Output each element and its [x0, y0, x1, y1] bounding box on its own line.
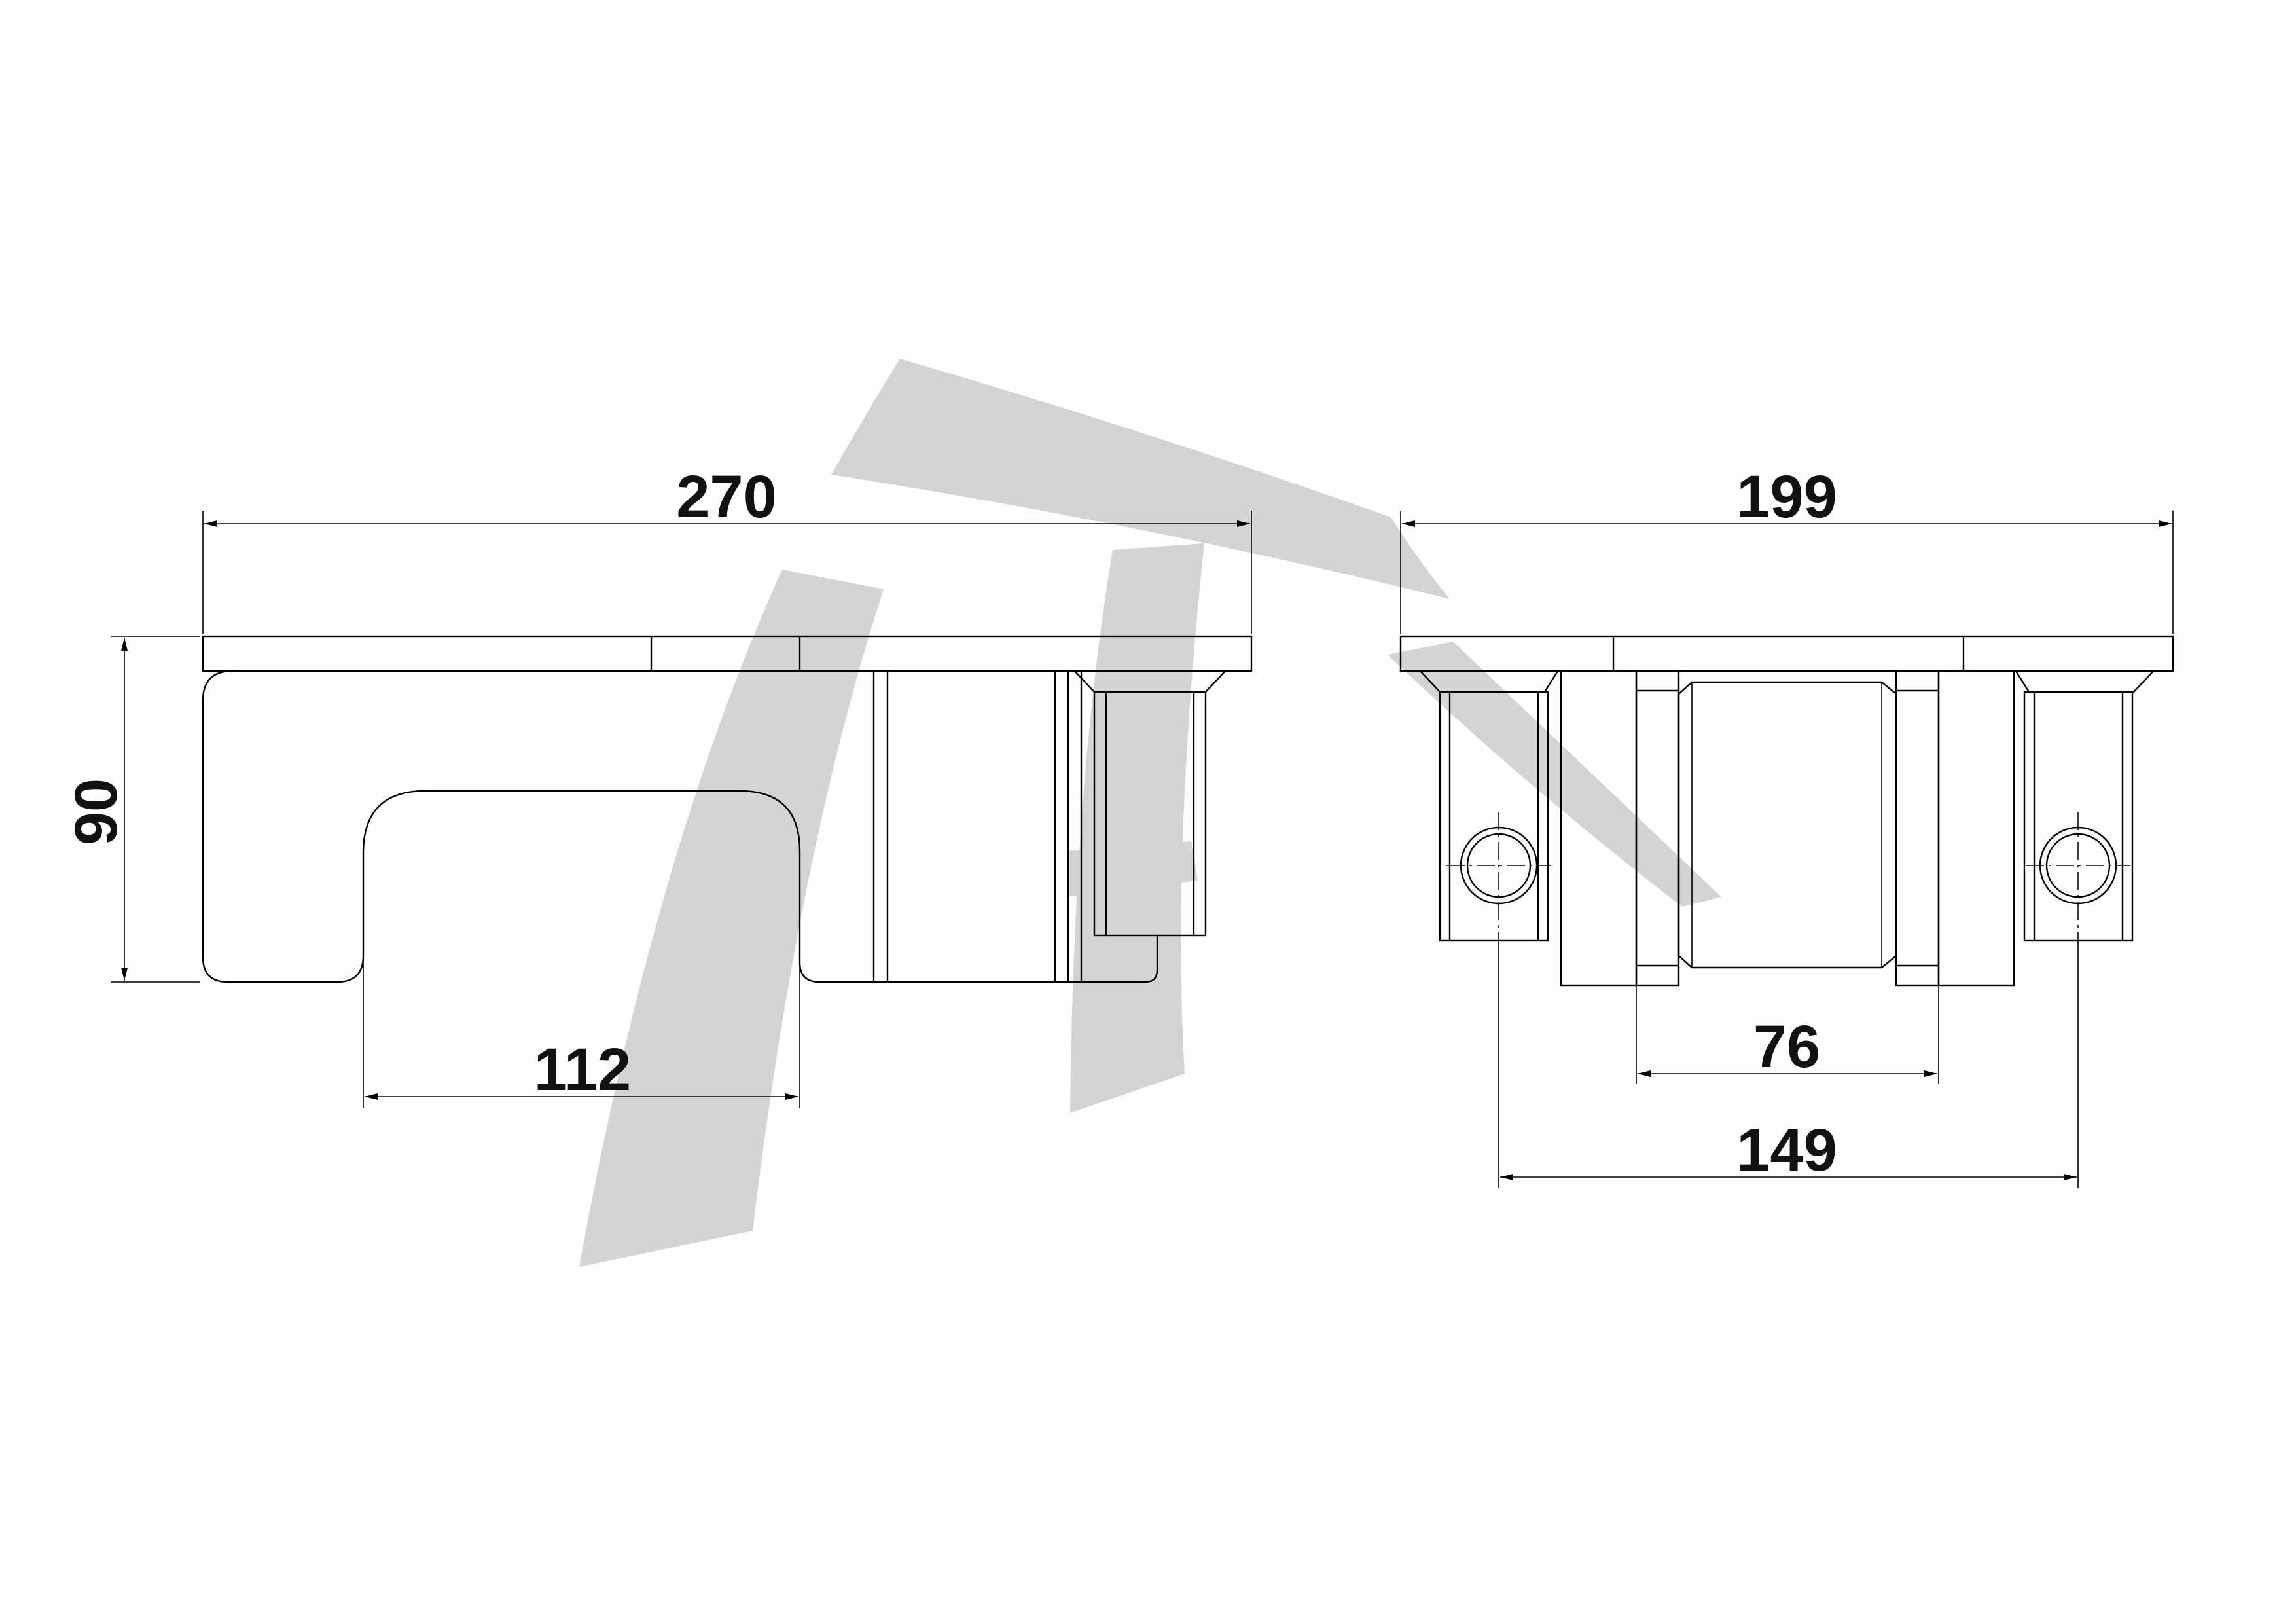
end-center-roller	[1677, 681, 1897, 969]
end-top-plate	[1399, 635, 2174, 672]
dim-199-label: 199	[1736, 464, 1837, 530]
dim-270-label: 270	[676, 464, 777, 530]
dim-90-label: 90	[63, 778, 130, 845]
logo-watermark	[579, 359, 1721, 1267]
end-right-side-plate	[1937, 670, 2015, 987]
watermark-left-stroke	[579, 570, 884, 1267]
side-end-block	[1093, 691, 1207, 937]
watermark-right-stroke	[1388, 642, 1721, 907]
watermark-top-bar	[831, 359, 1450, 599]
end-center-pad-right	[1895, 670, 1940, 987]
watermark-crossbar	[1067, 841, 1198, 897]
side-body-outline	[202, 670, 1158, 983]
dim-76-label: 76	[1753, 1013, 1820, 1080]
watermark-middle-stroke	[1070, 543, 1204, 1113]
dim-112-label: 112	[534, 1036, 631, 1103]
end-right-bracket-flare	[2015, 670, 2154, 693]
side-view: 270 90 112	[63, 464, 1253, 1108]
end-view: 199 76 149	[1399, 464, 2174, 1188]
side-top-plate	[202, 635, 1253, 672]
end-left-bracket	[1439, 691, 1549, 942]
dim-149-label: 149	[1736, 1117, 1837, 1184]
